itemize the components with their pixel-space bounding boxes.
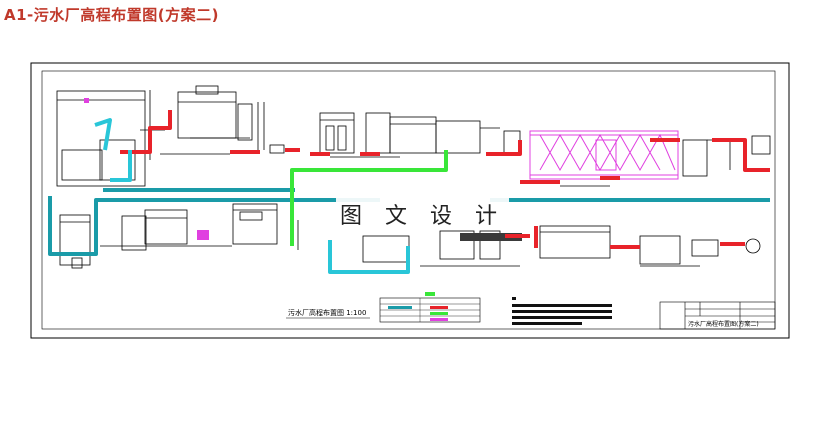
green-pipes [290,150,448,246]
sludge-pipes [120,110,770,249]
teal-pipes [48,188,770,256]
title-block-name: 污水厂高程布置图(方案二) [688,320,759,328]
magenta-marks [84,98,209,240]
hatched-band [460,233,522,241]
page-title: A1-污水厂高程布置图(方案二) [4,6,219,24]
lower-structures [59,203,761,269]
title-block [659,301,776,330]
notes-block [512,297,612,325]
legend-table [379,292,481,323]
drawing-inner-frame [41,70,776,330]
cyan-pipes [94,118,410,274]
watermark-text: 图 文 设 计 [336,198,509,230]
drawing-caption: 污水厂高程布置图 1:100 [288,308,366,317]
